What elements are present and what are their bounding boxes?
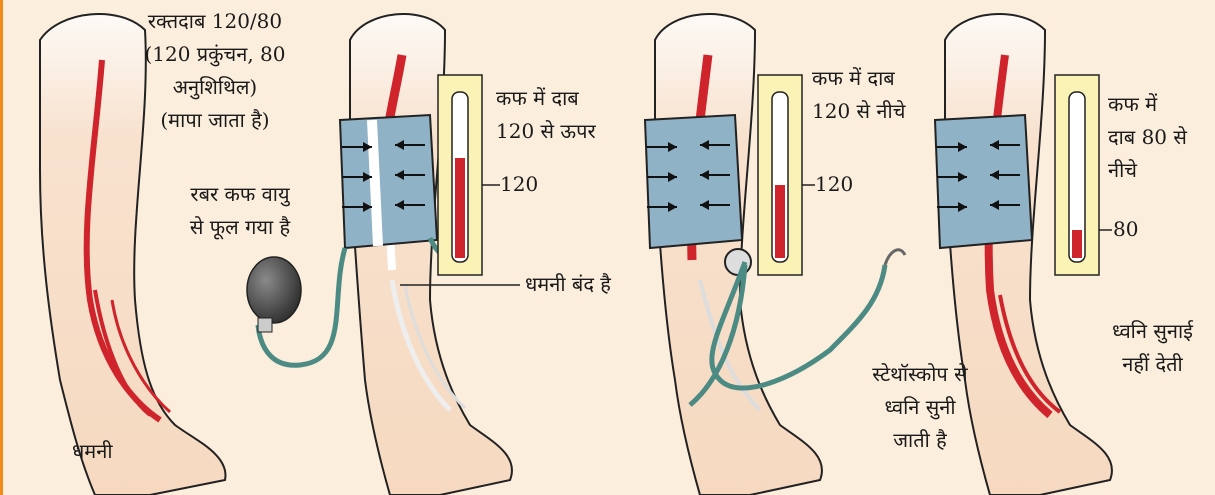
panel4-sound-line: ध्वनि सुनाई xyxy=(1090,315,1215,348)
arm-2 xyxy=(350,14,512,495)
panel1-line: (120 प्रकुंचन, 80 xyxy=(130,38,300,71)
panel4-cuff-text: कफ में दाब 80 से नीचे xyxy=(1108,88,1187,187)
cuff-3 xyxy=(645,115,742,248)
panel2-bulb-text: रबर कफ वायु से फूल गया है xyxy=(160,178,320,244)
panel3-steth-line: ध्वनि सुनी xyxy=(840,391,1000,424)
gauge2-mark: 120 xyxy=(500,168,538,201)
panel3-cuff-line: 120 से नीचे xyxy=(812,95,905,128)
gauge-4 xyxy=(1055,75,1112,275)
gauge4-mark: 80 xyxy=(1113,213,1138,246)
panel3-steth-text: स्टेथॉस्कोप से ध्वनि सुनी जाती है xyxy=(840,358,1000,457)
panel1-line: अनुशिथिल) xyxy=(130,71,300,104)
closed-artery-label: धमनी बंद है xyxy=(525,268,611,301)
panel4-cuff-line: नीचे xyxy=(1108,154,1187,187)
panel3-cuff-text: कफ में दाब 120 से नीचे xyxy=(812,62,905,128)
panel1-line: रक्तदाब 120/80 xyxy=(130,5,300,38)
gauge-2 xyxy=(438,75,500,275)
panel2-cuff-line: कफ में दाब xyxy=(496,82,596,115)
panel3-steth-line: जाती है xyxy=(840,424,1000,457)
artery-label: धमनी xyxy=(72,435,113,468)
panel4-cuff-line: दाब 80 से xyxy=(1108,121,1187,154)
panel1-bp-text: रक्तदाब 120/80 (120 प्रकुंचन, 80 अनुशिथि… xyxy=(130,5,300,137)
panel3-steth-line: स्टेथॉस्कोप से xyxy=(840,358,1000,391)
rubber-bulb xyxy=(247,257,301,332)
panel1-line: (मापा जाता है) xyxy=(130,104,300,137)
panel2-bulb-line: से फूल गया है xyxy=(160,211,320,244)
panel2-cuff-line: 120 से ऊपर xyxy=(496,115,596,148)
gauge-3 xyxy=(758,75,815,275)
panel4-sound-text: ध्वनि सुनाई नहीं देती xyxy=(1090,315,1215,381)
panel2-cuff-text: कफ में दाब 120 से ऊपर xyxy=(496,82,596,148)
gauge3-mark: 120 xyxy=(815,168,853,201)
cuff-4 xyxy=(935,115,1032,248)
cuff-2 xyxy=(340,115,437,248)
panel4-sound-line: नहीं देती xyxy=(1090,348,1215,381)
panel3-cuff-line: कफ में दाब xyxy=(812,62,905,95)
panel4-cuff-line: कफ में xyxy=(1108,88,1187,121)
accent-edge xyxy=(0,0,3,495)
panel2-bulb-line: रबर कफ वायु xyxy=(160,178,320,211)
